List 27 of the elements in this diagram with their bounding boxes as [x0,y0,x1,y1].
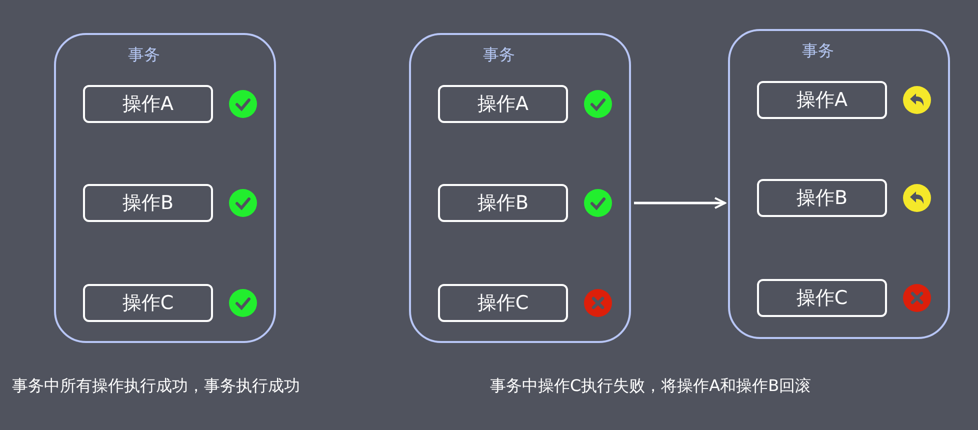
transaction-container [409,33,631,343]
transaction-container [54,33,276,343]
operation-label: 操作A [478,92,528,117]
caption-text: 事务中所有操作执行成功，事务执行成功 [12,376,300,397]
operation-box [757,81,887,119]
container-heading: 事务 [128,45,160,66]
container-heading: 事务 [483,45,515,66]
operation-label: 操作B [477,191,529,216]
operation-label: 操作B [122,191,174,216]
operation-box [757,279,887,317]
operation-box [83,184,213,222]
operation-label: 操作A [796,88,848,113]
transaction-container [728,29,950,339]
operation-label: 操作C [796,286,848,311]
operation-box [757,179,887,217]
operation-label: 操作C [122,291,174,316]
operation-label: 操作B [796,186,848,211]
operation-box [438,85,568,123]
operation-box [438,284,568,322]
operation-label: 操作C [477,291,529,316]
operation-box [438,184,568,222]
caption-text: 事务中操作C执行失败，将操作A和操作B回滚 [490,376,812,397]
container-heading: 事务 [802,41,834,62]
operation-label: 操作A [122,92,174,117]
arrow [634,197,726,209]
operation-box [83,85,213,123]
operation-box [83,284,213,322]
